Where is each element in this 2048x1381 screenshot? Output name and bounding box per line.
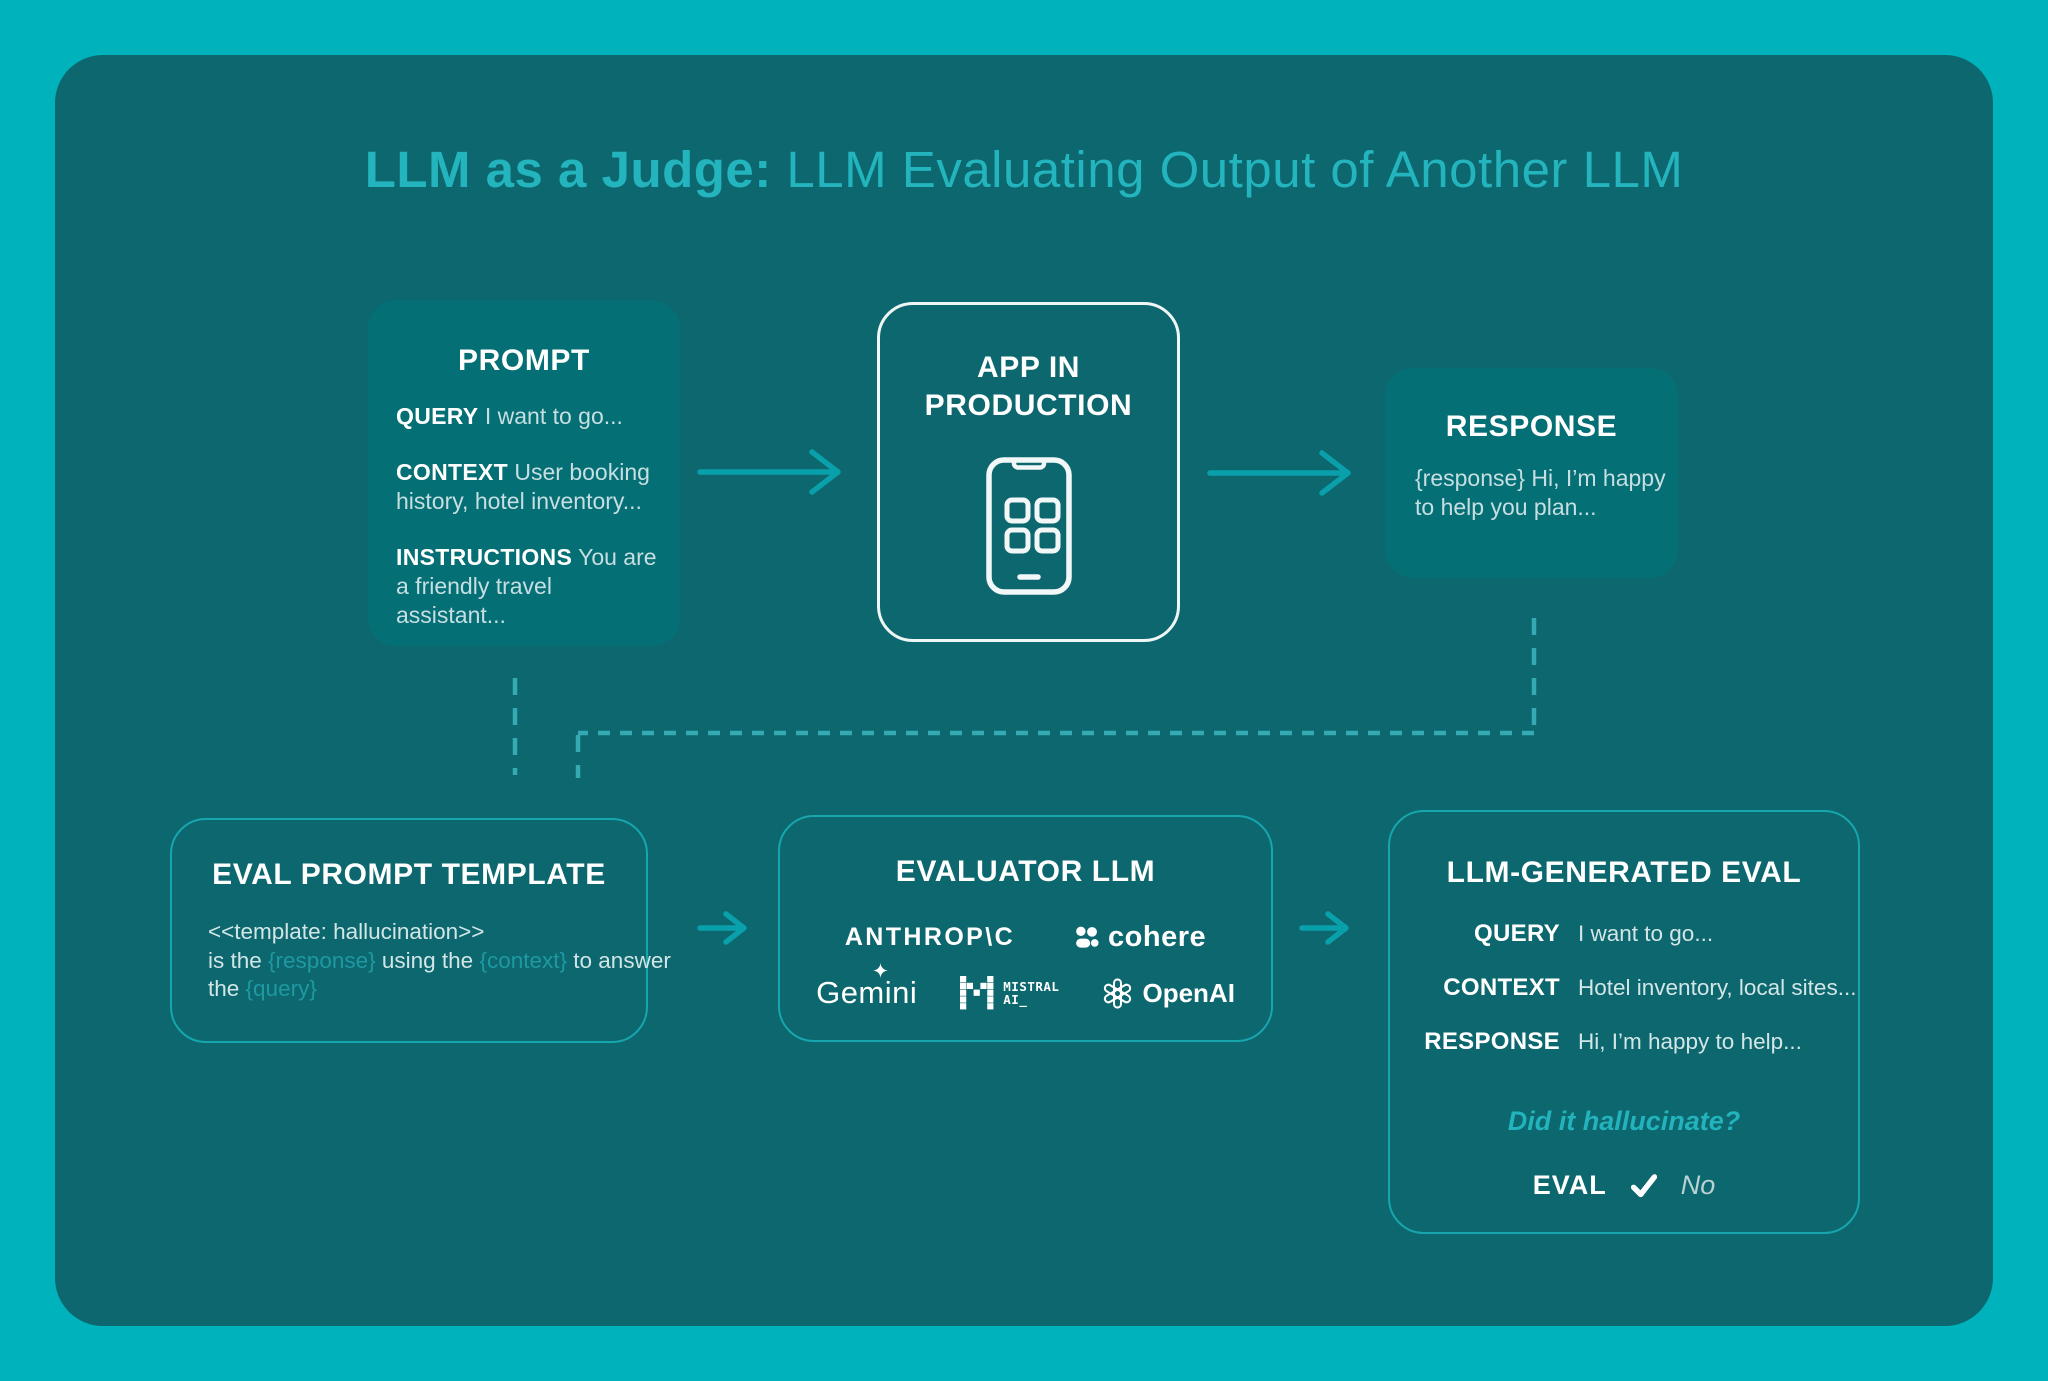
page-title: LLM as a Judge: LLM Evaluating Output of… [0, 140, 2048, 199]
prompt-item-context: CONTEXT User booking history, hotel inve… [396, 458, 668, 516]
template-text: the [208, 976, 246, 1001]
app-in-production-box: APP IN PRODUCTION [877, 302, 1180, 642]
template-text: using the [375, 947, 480, 973]
anthropic-wordmark: ANTHROP\C [844, 923, 1016, 951]
template-text: to answer [567, 947, 671, 973]
prompt-item-query-label: QUERY [396, 403, 479, 429]
eval-row-response-text: Hi, I’m happy to help... [1578, 1029, 1802, 1054]
prompt-item-context-label: CONTEXT [396, 459, 508, 485]
prompt-item-context-text: User booking history, hotel inventory... [396, 459, 650, 514]
cohere-wordmark: cohere [1108, 921, 1207, 953]
page-title-regular: LLM Evaluating Output of Another LLM [786, 141, 1684, 198]
eval-verdict-value: No [1680, 1170, 1716, 1200]
eval-template-title: EVAL PROMPT TEMPLATE [212, 858, 606, 891]
mistral-wordmark: MISTRAL AI_ [1003, 980, 1059, 1006]
template-line-1: <<template: hallucination>> [208, 919, 485, 944]
mistral-wordmark-line2: AI_ [1003, 992, 1028, 1007]
eval-row-query: QUERY I want to go... [1412, 920, 1842, 948]
cohere-logo: cohere [1073, 921, 1206, 954]
mistral-pixel-m-icon [960, 976, 994, 1010]
template-line-3: the {query} [208, 975, 671, 1004]
context-token: {context} [479, 947, 568, 973]
template-line-2: is the {response} using the {context} to… [208, 947, 671, 976]
prompt-box: PROMPT QUERY I want to go... CONTEXT Use… [368, 300, 680, 646]
eval-verdict-row: EVAL No [1390, 1170, 1858, 1201]
response-box: RESPONSE {response} Hi, I’m happy to hel… [1385, 368, 1678, 578]
eval-row-context-label: CONTEXT [1443, 974, 1560, 1001]
page-title-bold: LLM as a Judge: [364, 141, 772, 198]
evaluator-llm-box: EVALUATOR LLM ANTHROP\C cohere Gemini [778, 815, 1273, 1042]
logo-row-1: ANTHROP\C cohere [780, 921, 1271, 954]
anthropic-logo: ANTHROP\C [845, 923, 1015, 952]
eval-row-query-text: I want to go... [1578, 921, 1714, 946]
evaluator-title: EVALUATOR LLM [895, 855, 1156, 888]
llm-eval-rows: QUERY I want to go... CONTEXT Hotel inve… [1412, 920, 1856, 1082]
prompt-item-instructions: INSTRUCTIONS You are a friendly travel a… [396, 543, 668, 630]
prompt-item-instructions-label: INSTRUCTIONS [396, 544, 573, 570]
hallucination-question: Did it hallucinate? [1507, 1106, 1741, 1136]
diagram-card [55, 55, 1993, 1326]
app-box-title: APP IN PRODUCTION [924, 351, 1133, 422]
cohere-blobs-icon [1076, 926, 1099, 948]
template-text: is the [208, 947, 269, 973]
eval-verdict-label: EVAL [1532, 1170, 1607, 1200]
mistral-logo: MISTRAL AI_ [959, 976, 1059, 1010]
logo-row-2: Gemini [780, 963, 1271, 1011]
eval-row-query-label: QUERY [1474, 920, 1560, 947]
response-box-title: RESPONSE [1445, 410, 1618, 443]
gemini-wordmark: Gemini [816, 975, 918, 1010]
prompt-box-title: PROMPT [458, 344, 590, 377]
mistral-wordmark-line1: MISTRAL [1003, 979, 1060, 994]
checkmark-icon [1630, 1173, 1657, 1197]
prompt-item-instructions-text: You are a friendly travel assistant... [396, 544, 657, 628]
response-box-text: {response} Hi, I’m happy to help you pla… [1415, 465, 1666, 520]
openai-wordmark: OpenAI [1142, 977, 1235, 1008]
gemini-logo: Gemini [816, 963, 918, 1011]
eval-row-context: CONTEXT Hotel inventory, local sites... [1412, 974, 1856, 1002]
gemini-sparkle-icon [873, 963, 889, 978]
prompt-box-body: QUERY I want to go... CONTEXT User booki… [396, 402, 668, 657]
openai-knot-icon [1104, 977, 1132, 1009]
query-token: {query} [245, 976, 317, 1001]
eval-prompt-template-box: EVAL PROMPT TEMPLATE <<template: halluci… [170, 818, 671, 1043]
eval-template-body: <<template: hallucination>> is the {resp… [208, 918, 671, 1004]
smartphone-app-grid-icon [880, 455, 1177, 602]
openai-logo: OpenAI [1101, 977, 1235, 1010]
llm-generated-eval-box: LLM-GENERATED EVAL QUERY I want to go...… [1388, 810, 1860, 1234]
prompt-item-query-text: I want to go... [484, 403, 623, 429]
eval-row-response-label: RESPONSE [1424, 1028, 1560, 1055]
eval-row-context-text: Hotel inventory, local sites... [1578, 975, 1857, 1000]
llm-eval-title: LLM-GENERATED EVAL [1446, 856, 1802, 889]
response-token: {response} [268, 947, 376, 973]
prompt-item-query: QUERY I want to go... [396, 402, 668, 431]
eval-row-response: RESPONSE Hi, I’m happy to help... [1412, 1028, 1842, 1056]
